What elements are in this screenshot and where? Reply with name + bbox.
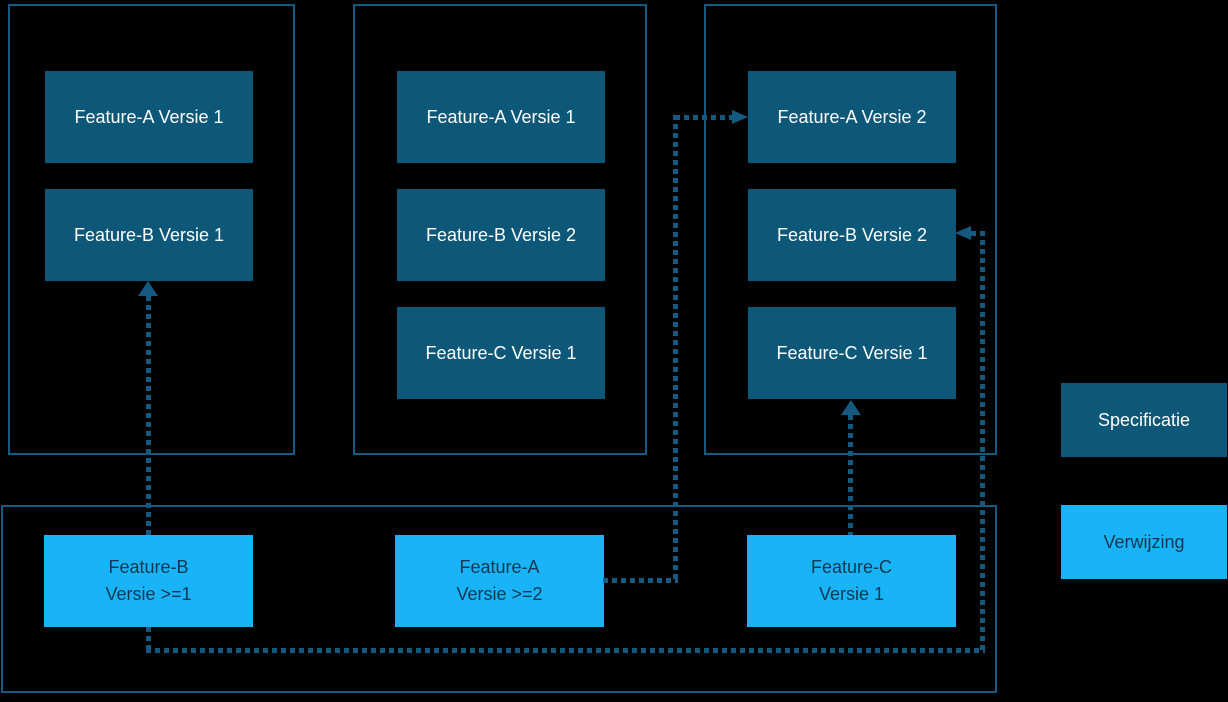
connector-aref-to-a2-line-bottom [603,578,678,583]
connector-aref-to-a2-line-top [675,115,732,120]
legend-reference-label: Verwijzing [1103,531,1185,552]
ref-box-label-line1: Feature-A [459,557,540,577]
connector-bref-to-b2-line-vertical [980,231,985,653]
connector-cref-to-c1-line [848,415,853,535]
legend-specification-box: Specificatie [1061,383,1227,457]
package-container-2: Feature-A Versie 1 Feature-B Versie 2 Fe… [353,4,647,455]
connector-aref-to-a2-line-vertical [673,115,678,583]
ref-box-feature-a: Feature-A Versie >=2 [395,535,604,627]
spec-box-p1-feature-a-v1: Feature-A Versie 1 [45,71,253,163]
ref-box-label-line1: Feature-C [810,557,893,577]
legend-specification-label: Specificatie [1097,409,1191,430]
ref-box-feature-c: Feature-C Versie 1 [747,535,956,627]
connector-bref-to-b1-arrowhead-icon [138,281,158,296]
connector-bref-to-b1-line [146,296,151,535]
connector-bref-to-b2-line-drop [146,627,151,653]
ref-box-feature-b: Feature-B Versie >=1 [44,535,253,627]
spec-box-p3-feature-b-v2: Feature-B Versie 2 [748,189,956,281]
spec-box-p3-feature-a-v2: Feature-A Versie 2 [748,71,956,163]
spec-box-p2-feature-c-v1: Feature-C Versie 1 [397,307,605,399]
legend-reference-box: Verwijzing [1061,505,1227,579]
connector-bref-to-b2-line-bottom [146,648,985,653]
spec-box-p1-feature-b-v1: Feature-B Versie 1 [45,189,253,281]
ref-box-label-line2: Versie 1 [818,584,885,604]
ref-box-label-line2: Versie >=1 [105,584,192,604]
package-container-1: Feature-A Versie 1 Feature-B Versie 1 [8,4,295,455]
spec-box-p2-feature-b-v2: Feature-B Versie 2 [397,189,605,281]
package-container-3: Feature-A Versie 2 Feature-B Versie 2 Fe… [704,4,997,455]
connector-aref-to-a2-arrowhead-icon [732,110,748,124]
connector-bref-to-b2-arrowhead-icon [955,226,971,240]
connector-bref-to-b2-line-top [971,231,985,236]
ref-box-label-line1: Feature-B [108,557,189,577]
ref-box-label-line2: Versie >=2 [456,584,543,604]
spec-box-p2-feature-a-v1: Feature-A Versie 1 [397,71,605,163]
connector-cref-to-c1-arrowhead-icon [841,400,861,415]
spec-box-p3-feature-c-v1: Feature-C Versie 1 [748,307,956,399]
references-container: Feature-B Versie >=1 Feature-A Versie >=… [1,505,997,693]
